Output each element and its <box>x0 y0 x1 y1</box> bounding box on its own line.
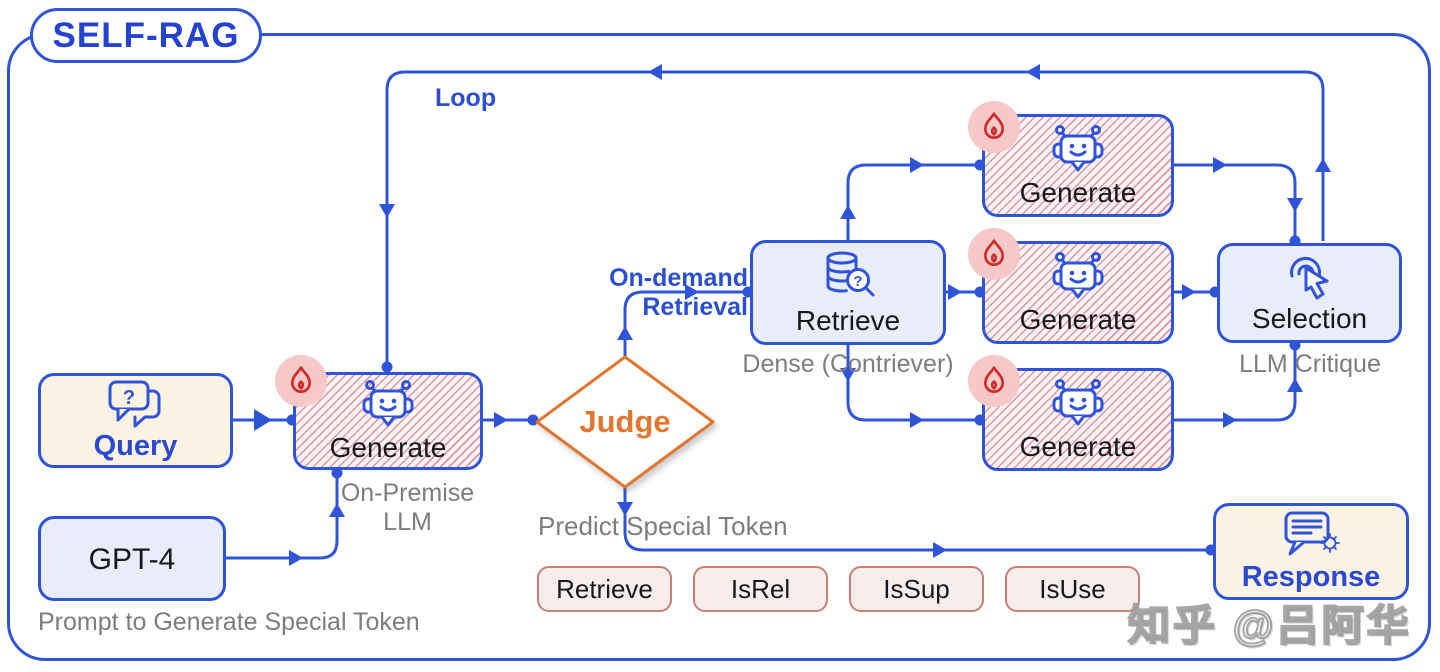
on-demand-retrieval-label: On-demand Retrieval <box>609 264 748 321</box>
token-retrieve[interactable]: Retrieve <box>537 566 672 612</box>
fire-icon <box>291 366 311 393</box>
token-isuse[interactable]: IsUse <box>1005 566 1140 612</box>
query-label: Query <box>93 430 178 463</box>
token-isrel[interactable]: IsRel <box>693 566 828 612</box>
svg-text:?: ? <box>122 387 134 409</box>
predict-special-token-label: Predict Special Token <box>538 511 788 541</box>
gpt4-label: GPT-4 <box>88 542 176 576</box>
generate-main-label: Generate <box>329 432 447 464</box>
fire-badge <box>275 355 327 407</box>
watermark: 知乎 @吕阿华 <box>1127 601 1412 650</box>
generate-top-node[interactable]: Generate <box>982 114 1174 217</box>
prompt-special-token-label: Prompt to Generate Special Token <box>38 608 420 636</box>
fire-badge <box>968 355 1020 407</box>
database-search-icon: ? <box>826 251 875 297</box>
robot-icon <box>1052 251 1104 299</box>
diagram-title: SELF-RAG <box>30 8 262 63</box>
on-premise-label: On-Premise LLM <box>340 479 475 536</box>
dense-contriever-label: Dense (Contriever) <box>742 350 954 378</box>
robot-icon <box>362 380 414 427</box>
generate-mid-label: Generate <box>1019 303 1137 335</box>
selection-node[interactable]: Selection <box>1217 243 1402 343</box>
judge-label: Judge <box>579 404 671 439</box>
response-label: Response <box>1241 561 1381 594</box>
selection-label: Selection <box>1251 303 1368 335</box>
generate-top-label: Generate <box>1019 176 1137 208</box>
robot-icon <box>1052 378 1104 426</box>
fire-icon <box>984 366 1004 393</box>
response-chat-icon <box>1284 511 1340 556</box>
response-node[interactable]: Response <box>1213 503 1409 600</box>
token-issup[interactable]: IsSup <box>849 566 984 612</box>
fire-badge <box>968 101 1020 153</box>
llm-critique-label: LLM Critique <box>1239 350 1381 378</box>
svg-text:?: ? <box>853 273 862 290</box>
judge-diamond-shape <box>535 355 715 489</box>
diagram-frame <box>7 33 1431 661</box>
robot-icon <box>1052 124 1104 172</box>
fire-icon <box>984 239 1004 266</box>
query-chat-icon: ? <box>108 380 160 428</box>
query-node[interactable]: ? Query <box>38 373 233 468</box>
retrieve-node[interactable]: ? Retrieve <box>750 240 946 345</box>
generate-bot-label: Generate <box>1019 430 1137 462</box>
retrieve-label: Retrieve <box>795 304 901 336</box>
loop-label: Loop <box>435 84 497 112</box>
gpt4-node[interactable]: GPT-4 <box>38 516 226 601</box>
fire-icon <box>984 112 1004 139</box>
judge-node[interactable]: Judge <box>532 352 718 492</box>
arrowheads <box>254 64 1331 566</box>
fire-badge <box>968 228 1020 280</box>
click-cursor-icon <box>1289 257 1328 300</box>
